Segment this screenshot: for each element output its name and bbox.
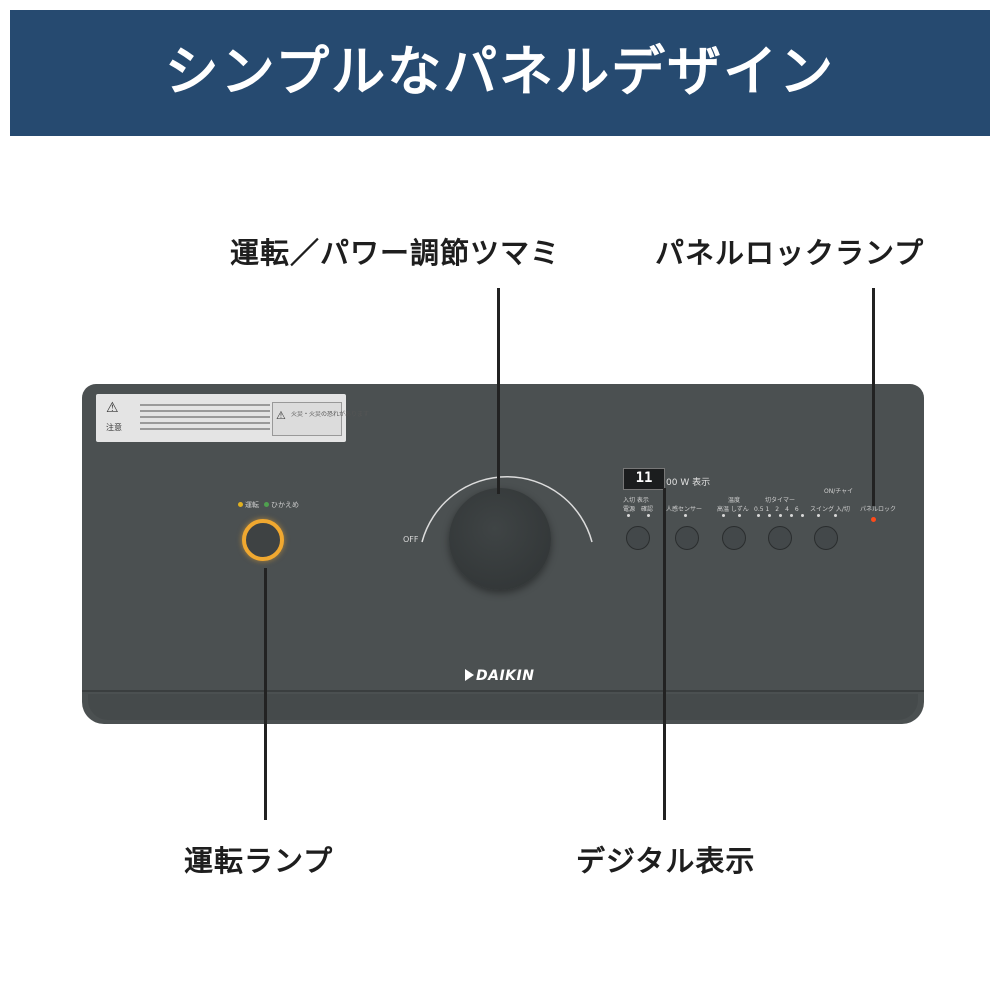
indicator-dot <box>757 514 760 517</box>
indicator-dot <box>790 514 793 517</box>
heater-control-panel: ⚠ 注意 ⚠ 火災・火災の恐れがあります 運転 ひかえめ OFF 11 00 W … <box>82 384 924 724</box>
control-sub-label: スイング 入/切 <box>810 506 850 513</box>
indicator-dot <box>684 514 687 517</box>
power-dial-arc <box>421 476 593 543</box>
control-top-label: 温度 <box>728 497 741 504</box>
lamp-labels: 運転 ひかえめ <box>238 500 299 510</box>
temperature-button[interactable] <box>722 526 746 550</box>
eco-indicator-dot <box>264 502 269 507</box>
display-unit: 00 W 表示 <box>666 478 711 488</box>
indicator-dot <box>801 514 804 517</box>
run-indicator-dot <box>238 502 243 507</box>
callout-run-lamp-label: 運転ランプ <box>184 844 334 878</box>
page-title: シンプルなパネルデザイン <box>164 40 836 103</box>
leader-line-knob <box>497 288 500 494</box>
warning-sticker: ⚠ 注意 ⚠ 火災・火災の恐れがあります <box>96 394 369 442</box>
leader-line-digital <box>663 488 666 820</box>
control-sub-label: 電源 確認 <box>623 506 654 513</box>
header-banner: シンプルなパネルデザイン <box>10 10 990 136</box>
indicator-dot <box>834 514 837 517</box>
control-sub-label: 高温 しずん <box>717 506 749 513</box>
indicator-dot <box>647 514 650 517</box>
callout-lock-lamp-label: パネルロックランプ <box>655 236 925 270</box>
indicator-dot <box>817 514 820 517</box>
leader-line-lock-lamp <box>872 288 875 506</box>
indicator-dot <box>768 514 771 517</box>
indicator-dot <box>722 514 725 517</box>
control-sub-label: 0.5 1 2 4 6 <box>754 506 799 513</box>
daikin-mark-icon <box>465 669 474 681</box>
indicator-dot <box>627 514 630 517</box>
panel-lock-label: パネルロック <box>860 506 897 513</box>
callout-digital-label: デジタル表示 <box>576 844 756 878</box>
motion-sensor-button[interactable] <box>675 526 699 550</box>
panel-edge <box>82 690 924 692</box>
panel-lock-lamp <box>871 517 876 522</box>
callout-knob-label: 運転／パワー調節ツマミ <box>230 236 561 270</box>
control-top-label: ON/チャイ <box>824 488 854 495</box>
digital-display: 11 <box>623 468 665 490</box>
leader-line-run-lamp <box>264 568 267 820</box>
warning-badge: 注意 <box>106 423 122 432</box>
panel-bottom-strip <box>88 694 918 720</box>
display-digits: 11 <box>635 470 653 486</box>
warning-subbox: ⚠ 火災・火災の恐れがあります <box>272 402 369 436</box>
warning-text-lines <box>140 404 270 434</box>
run-lamp-button[interactable] <box>242 519 284 561</box>
brand-name: DAIKIN <box>476 668 535 684</box>
off-label: OFF <box>403 535 419 544</box>
off-timer-button[interactable] <box>768 526 792 550</box>
warning-subtitle: 火災・火災の恐れがあります <box>291 411 370 418</box>
power-adjust-knob[interactable] <box>449 488 551 590</box>
control-sub-label: 人感センサー <box>666 506 703 513</box>
indicator-dot <box>779 514 782 517</box>
swing-button[interactable] <box>814 526 838 550</box>
warning-icon: ⚠ <box>276 409 286 422</box>
warning-icon: ⚠ <box>106 400 119 416</box>
indicator-dot <box>738 514 741 517</box>
lamp-label-hide: ひかえめ <box>271 501 299 509</box>
lamp-label-run: 運転 <box>245 501 259 509</box>
power-display-button[interactable] <box>626 526 650 550</box>
control-top-label: 入切 表示 <box>623 497 649 504</box>
control-top-label: 切タイマー <box>765 497 796 504</box>
daikin-logo: DAIKIN <box>465 668 534 684</box>
